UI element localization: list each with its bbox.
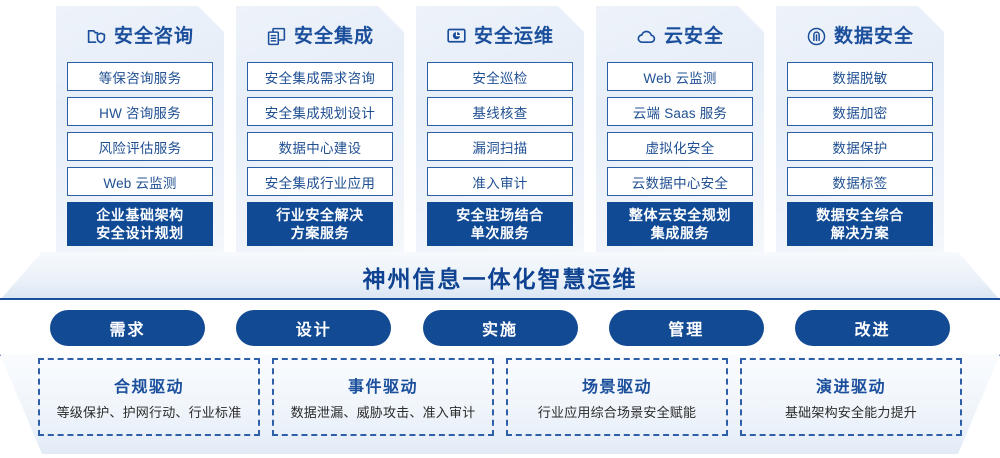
category-card-security-integration[interactable]: 安全集成 安全集成需求咨询 安全集成规划设计 数据中心建设 安全集成行业应用 行… bbox=[236, 6, 404, 256]
card-footer-highlight[interactable]: 数据安全综合 解决方案 bbox=[787, 202, 933, 246]
card-footer-line1: 企业基础架构 bbox=[96, 206, 184, 223]
service-item[interactable]: 数据标签 bbox=[787, 167, 933, 196]
card-header: 安全运维 bbox=[427, 16, 573, 56]
phase-pills-row: 需求 设计 实施 管理 改进 bbox=[0, 310, 1000, 346]
drivers-panel bbox=[0, 354, 1000, 454]
card-footer-highlight[interactable]: 整体云安全规划 集成服务 bbox=[607, 202, 753, 246]
card-title: 安全咨询 bbox=[113, 25, 194, 47]
phase-pill-requirements[interactable]: 需求 bbox=[50, 310, 205, 346]
card-title: 安全集成 bbox=[293, 25, 374, 47]
service-item[interactable]: 云数据中心安全 bbox=[607, 167, 753, 196]
card-header: 安全咨询 bbox=[67, 16, 213, 56]
card-footer-line1: 整体云安全规划 bbox=[628, 206, 732, 223]
folder-shield-icon bbox=[86, 26, 107, 47]
card-footer-highlight[interactable]: 安全驻场结合 单次服务 bbox=[427, 202, 573, 246]
card-header: 安全集成 bbox=[247, 16, 393, 56]
platform-banner-title: 神州信息一体化智慧运维 bbox=[362, 266, 638, 292]
phase-pill-implementation[interactable]: 实施 bbox=[422, 310, 578, 346]
service-item[interactable]: 等保咨询服务 bbox=[67, 62, 213, 91]
driver-title: 演进驱动 bbox=[815, 379, 886, 396]
driver-title: 合规驱动 bbox=[113, 379, 184, 396]
card-footer-line2: 解决方案 bbox=[830, 225, 890, 241]
driver-card-evolution[interactable]: 演进驱动 基础架构安全能力提升 bbox=[740, 358, 962, 436]
card-header: 云安全 bbox=[607, 16, 753, 56]
card-footer-highlight[interactable]: 企业基础架构 安全设计规划 bbox=[67, 202, 213, 246]
card-title: 安全运维 bbox=[473, 25, 554, 47]
driver-subtitle: 行业应用综合场景安全赋能 bbox=[537, 405, 697, 420]
service-item[interactable]: 数据加密 bbox=[787, 97, 933, 126]
drivers-row: 合规驱动 等级保护、护网行动、行业标准 事件驱动 数据泄漏、威胁攻击、准入审计 … bbox=[0, 358, 1000, 448]
driver-subtitle: 等级保护、护网行动、行业标准 bbox=[56, 405, 242, 420]
card-header: 数据安全 bbox=[787, 16, 933, 56]
service-item[interactable]: 准入审计 bbox=[427, 167, 573, 196]
service-item[interactable]: 数据中心建设 bbox=[247, 132, 393, 161]
phase-pill-design[interactable]: 设计 bbox=[236, 310, 392, 346]
service-item[interactable]: 数据保护 bbox=[787, 132, 933, 161]
card-footer-line1: 数据安全综合 bbox=[816, 206, 904, 223]
category-card-cloud-security[interactable]: 云安全 Web 云监测 云端 Saas 服务 虚拟化安全 云数据中心安全 整体云… bbox=[596, 6, 764, 256]
category-card-data-security[interactable]: 数据安全 数据脱敏 数据加密 数据保护 数据标签 数据安全综合 解决方案 bbox=[776, 6, 944, 256]
service-item[interactable]: 安全集成规划设计 bbox=[247, 97, 393, 126]
card-title: 云安全 bbox=[663, 25, 724, 47]
driver-title: 场景驱动 bbox=[581, 379, 652, 396]
service-item[interactable]: 虚拟化安全 bbox=[607, 132, 753, 161]
service-item[interactable]: Web 云监测 bbox=[607, 62, 753, 91]
category-cards-row: 安全咨询 等保咨询服务 HW 咨询服务 风险评估服务 Web 云监测 企业基础架… bbox=[0, 6, 1000, 256]
platform-banner: 神州信息一体化智慧运维 bbox=[0, 252, 1000, 300]
category-card-security-operations[interactable]: 安全运维 安全巡检 基线核查 漏洞扫描 准入审计 安全驻场结合 单次服务 bbox=[416, 6, 584, 256]
stacked-documents-icon bbox=[266, 26, 287, 47]
driver-card-incident[interactable]: 事件驱动 数据泄漏、威胁攻击、准入审计 bbox=[272, 358, 494, 436]
service-item[interactable]: Web 云监测 bbox=[67, 167, 213, 196]
driver-title: 事件驱动 bbox=[347, 379, 418, 396]
driver-card-scenario[interactable]: 场景驱动 行业应用综合场景安全赋能 bbox=[506, 358, 728, 436]
cloud-icon bbox=[636, 26, 657, 47]
card-footer-line2: 集成服务 bbox=[650, 225, 710, 241]
driver-subtitle: 基础架构安全能力提升 bbox=[784, 405, 917, 420]
card-footer-line2: 单次服务 bbox=[470, 225, 530, 241]
card-footer-line2: 方案服务 bbox=[290, 225, 350, 241]
service-item[interactable]: 安全集成需求咨询 bbox=[247, 62, 393, 91]
service-item[interactable]: 数据脱敏 bbox=[787, 62, 933, 91]
card-footer-line1: 行业安全解决 bbox=[276, 206, 364, 223]
card-footer-highlight[interactable]: 行业安全解决 方案服务 bbox=[247, 202, 393, 246]
driver-subtitle: 数据泄漏、威胁攻击、准入审计 bbox=[290, 405, 476, 420]
phase-pill-improvement[interactable]: 改进 bbox=[795, 310, 950, 346]
service-item[interactable]: 风险评估服务 bbox=[67, 132, 213, 161]
phase-pill-management[interactable]: 管理 bbox=[608, 310, 764, 346]
card-footer-line2: 安全设计规划 bbox=[96, 225, 184, 241]
service-item[interactable]: HW 咨询服务 bbox=[67, 97, 213, 126]
service-item[interactable]: 安全集成行业应用 bbox=[247, 167, 393, 196]
service-item[interactable]: 安全巡检 bbox=[427, 62, 573, 91]
monitor-chart-icon bbox=[446, 26, 467, 47]
service-item[interactable]: 漏洞扫描 bbox=[427, 132, 573, 161]
card-title: 数据安全 bbox=[833, 25, 914, 47]
service-item[interactable]: 云端 Saas 服务 bbox=[607, 97, 753, 126]
banner-bottom-rule bbox=[0, 298, 1000, 300]
driver-card-compliance[interactable]: 合规驱动 等级保护、护网行动、行业标准 bbox=[38, 358, 260, 436]
service-item[interactable]: 基线核查 bbox=[427, 97, 573, 126]
category-card-security-consulting[interactable]: 安全咨询 等保咨询服务 HW 咨询服务 风险评估服务 Web 云监测 企业基础架… bbox=[56, 6, 224, 256]
fingerprint-icon bbox=[806, 26, 827, 47]
card-footer-line1: 安全驻场结合 bbox=[456, 206, 544, 223]
